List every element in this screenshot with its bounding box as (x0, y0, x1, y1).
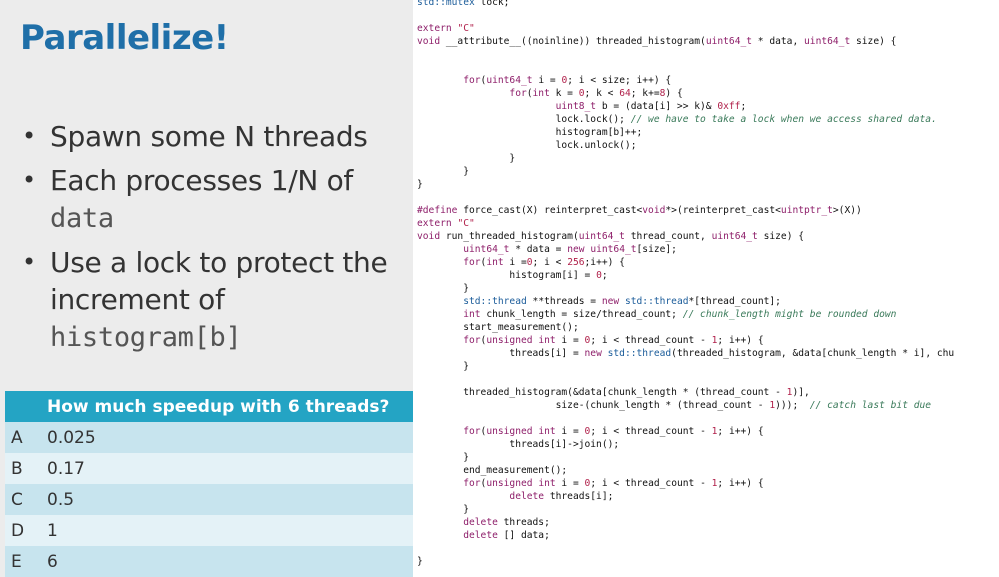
code-line: } (463, 452, 469, 463)
code-line: uint8_t b = (data[i] >> k)& 0xff; (555, 101, 747, 112)
quiz-option-row[interactable]: C 0.5 (5, 484, 413, 515)
code-line: for(int i =0; i < 256;i++) { (463, 257, 625, 268)
code-line: size-(chunk_length * (thread_count - 1))… (417, 400, 932, 411)
code-line: for(uint64_t i = 0; i < size; i++) { (463, 75, 672, 86)
code-line: for(unsigned int i = 0; i < thread_count… (463, 426, 764, 437)
code-line: delete threads; (463, 517, 550, 528)
code-line: threads[i]->join(); (509, 439, 620, 450)
quiz-option-row[interactable]: E 6 (5, 546, 413, 577)
code-line: #define force_cast(X) reinterpret_cast<v… (417, 205, 862, 216)
option-letter: A (5, 422, 41, 453)
code-line: histogram[b]++; (555, 127, 643, 138)
code-line: histogram[i] = 0; (417, 270, 608, 281)
code-line: lock.lock(); // we have to take a lock w… (417, 114, 937, 125)
quiz-header-blank (5, 391, 41, 422)
bullet-text-wrap: Each processes 1/N of data (50, 162, 353, 237)
option-letter: C (5, 484, 41, 515)
code-line: } (463, 283, 469, 294)
code-line: for(unsigned int i = 0; i < thread_count… (463, 335, 764, 346)
bullet-dot-icon: • (22, 248, 36, 276)
option-value: 6 (41, 546, 413, 577)
code-line: } (463, 361, 469, 372)
code-line: start_measurement(); (463, 322, 579, 333)
option-letter: E (5, 546, 41, 577)
slide-title: Parallelize! (20, 18, 229, 58)
code-line: threaded_histogram(&data[chunk_length * … (417, 387, 810, 398)
code-line: extern "C" (417, 218, 475, 229)
bullet-item: • Use a lock to protect the increment of… (22, 244, 407, 356)
code-line: void __attribute__((noinline)) threaded_… (417, 36, 897, 47)
code-line: end_measurement(); (463, 465, 568, 476)
quiz-table: How much speedup with 6 threads? A 0.025… (5, 391, 413, 577)
quiz-option-row[interactable]: A 0.025 (5, 422, 413, 453)
code-line: for(int k = 0; k < 64; k+=8) { (509, 88, 683, 99)
code-line: } (463, 504, 469, 515)
bullet-item: • Each processes 1/N of data (22, 162, 407, 237)
quiz-option-row[interactable]: D 1 (5, 515, 413, 546)
quiz-header-row: How much speedup with 6 threads? (5, 391, 413, 422)
quiz-question: How much speedup with 6 threads? (41, 391, 413, 422)
option-letter: B (5, 453, 41, 484)
option-letter: D (5, 515, 41, 546)
option-value: 1 (41, 515, 413, 546)
code-panel: std::mutex lock; extern "C" void __attri… (417, 0, 999, 577)
code-listing: std::mutex lock; extern "C" void __attri… (417, 0, 954, 568)
bullet-item: • Spawn some N threads (22, 118, 407, 155)
code-line: } (417, 556, 423, 567)
option-value: 0.17 (41, 453, 413, 484)
code-line: std::mutex lock; (417, 0, 510, 8)
quiz-option-row[interactable]: B 0.17 (5, 453, 413, 484)
code-line: extern "C" (417, 23, 475, 34)
code-line: threads[i] = new std::thread(threaded_hi… (417, 348, 955, 359)
code-line: uint64_t * data = new uint64_t[size]; (463, 244, 677, 255)
code-line: delete [] data; (463, 530, 550, 541)
code-line: } (463, 166, 469, 177)
option-value: 0.5 (41, 484, 413, 515)
bullet-code: histogram[b] (50, 322, 242, 353)
bullet-list: • Spawn some N threads • Each processes … (22, 118, 407, 363)
bullet-dot-icon: • (22, 166, 36, 194)
code-line: delete threads[i]; (509, 491, 614, 502)
code-line: lock.unlock(); (555, 140, 637, 151)
bullet-text: Use a lock to protect the increment of (50, 246, 388, 316)
code-line: std::thread **threads = new std::thread*… (463, 296, 781, 307)
code-line: } (417, 179, 423, 190)
code-line: int chunk_length = size/thread_count; //… (463, 309, 897, 320)
code-line: void run_threaded_histogram(uint64_t thr… (417, 231, 805, 242)
bullet-text: Spawn some N threads (50, 120, 368, 153)
bullet-text: Each processes 1/N of (50, 164, 353, 197)
bullet-text-wrap: Use a lock to protect the increment of hi… (50, 244, 407, 356)
bullet-code: data (50, 203, 114, 234)
bullet-dot-icon: • (22, 122, 36, 150)
code-line: } (509, 153, 516, 164)
option-value: 0.025 (41, 422, 413, 453)
code-line: for(unsigned int i = 0; i < thread_count… (463, 478, 764, 489)
